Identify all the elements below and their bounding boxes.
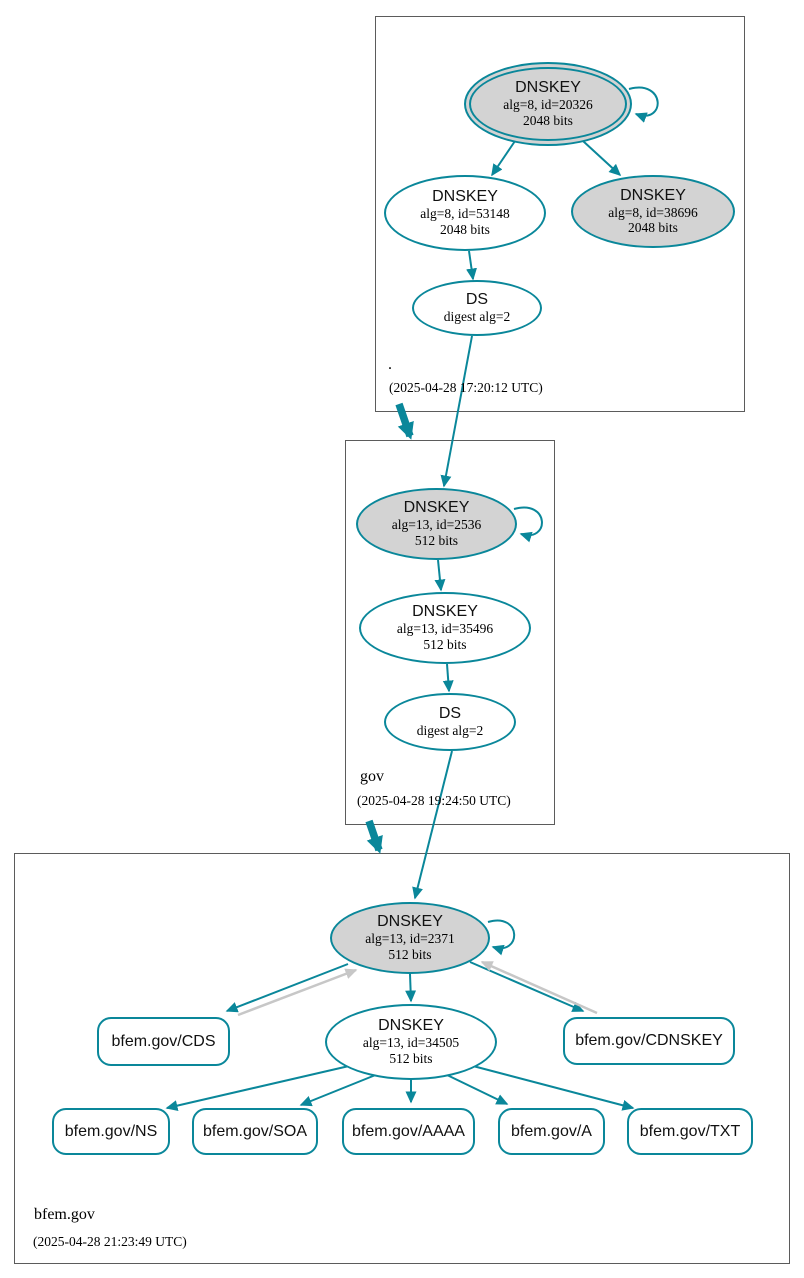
node-detail: alg=13, id=2371 (365, 931, 455, 947)
node-title: DNSKEY (412, 603, 478, 621)
edge-root-ksk-selfloop (628, 86, 659, 123)
node-detail: digest alg=2 (443, 308, 511, 324)
node-title: DNSKEY (378, 1017, 444, 1035)
edge-cds-to-bfem-ksk (237, 968, 358, 1017)
edge-gov-zone-to-bfem-zone (365, 819, 383, 854)
edge-bfem-zsk-to-soa (299, 1073, 379, 1107)
node-root-ksk-dnskey[interactable]: DNSKEY alg=8, id=20326 2048 bits (464, 62, 632, 146)
edge-root-ds-to-gov-ksk (440, 335, 473, 488)
zone-timestamp-bfem-gov: (2025-04-28 21:23:49 UTC) (33, 1234, 187, 1249)
node-bits: 2048 bits (523, 112, 573, 128)
node-title: DS (438, 705, 462, 723)
node-bfem-aaaa-rrset[interactable]: bfem.gov/AAAA (342, 1108, 475, 1155)
node-bfem-ns-rrset[interactable]: bfem.gov/NS (52, 1108, 170, 1155)
edge-bfem-ksk-to-zsk (405, 973, 417, 1003)
zone-timestamp-root: (2025-04-28 17:20:12 UTC) (389, 380, 543, 395)
node-bits: 2048 bits (628, 220, 678, 236)
node-gov-zsk-dnskey[interactable]: DNSKEY alg=13, id=35496 512 bits (359, 592, 531, 664)
node-title: DNSKEY (432, 188, 498, 206)
edge-gov-zsk-to-ds (442, 663, 454, 693)
node-root-ksk-dnskey-inner: DNSKEY alg=8, id=20326 2048 bits (469, 67, 627, 141)
node-bfem-txt-rrset[interactable]: bfem.gov/TXT (627, 1108, 753, 1155)
node-title: DNSKEY (377, 913, 443, 931)
node-title: DNSKEY (403, 499, 470, 517)
node-detail: alg=8, id=20326 (503, 97, 593, 113)
edge-bfem-zsk-to-a (444, 1073, 509, 1105)
node-root-dnskey-38696[interactable]: DNSKEY alg=8, id=38696 2048 bits (571, 175, 735, 248)
edge-gov-ksk-to-zsk (434, 559, 446, 592)
node-bfem-zsk-dnskey[interactable]: DNSKEY alg=13, id=34505 512 bits (325, 1004, 497, 1080)
edge-root-ksk-to-zsk (491, 140, 516, 177)
node-title: DS (465, 291, 489, 309)
node-bfem-ksk-dnskey[interactable]: DNSKEY alg=13, id=2371 512 bits (330, 902, 490, 974)
edge-cdnskey-to-bfem-ksk (480, 960, 598, 1015)
edge-bfem-ksk-to-cds (225, 963, 349, 1013)
node-bits: 512 bits (423, 636, 467, 652)
zone-label-gov: gov (360, 768, 384, 785)
zone-timestamp-gov: (2025-04-28 19:24:50 UTC) (357, 793, 511, 808)
node-bits: 512 bits (389, 1050, 433, 1066)
edge-bfem-zsk-to-txt (472, 1065, 635, 1111)
node-title: DNSKEY (515, 79, 581, 97)
node-detail: alg=8, id=38696 (608, 204, 698, 220)
node-bfem-soa-rrset[interactable]: bfem.gov/SOA (192, 1108, 318, 1155)
node-detail: alg=13, id=34505 (362, 1035, 460, 1051)
edge-bfem-ksk-selfloop (487, 919, 516, 956)
node-bfem-cdnskey-rrset[interactable]: bfem.gov/CDNSKEY (563, 1017, 735, 1065)
zone-label-bfem-gov: bfem.gov (34, 1206, 95, 1223)
node-root-zsk-dnskey[interactable]: DNSKEY alg=8, id=53148 2048 bits (384, 175, 546, 251)
node-detail: alg=13, id=2536 (391, 517, 482, 533)
node-bits: 2048 bits (440, 221, 490, 237)
edge-bfem-zsk-to-ns (165, 1065, 350, 1111)
node-bfem-cds-rrset[interactable]: bfem.gov/CDS (97, 1017, 230, 1066)
zone-label-root: . (388, 356, 392, 373)
edge-gov-ksk-selfloop (513, 506, 543, 543)
node-bits: 512 bits (414, 532, 459, 548)
edge-root-ksk-to-key38696 (582, 140, 622, 177)
edge-gov-ds-to-bfem-ksk (412, 750, 453, 900)
edge-bfem-ksk-to-cdnskey (469, 961, 585, 1012)
node-bits: 512 bits (388, 946, 432, 962)
node-root-ds[interactable]: DS digest alg=2 (412, 280, 542, 336)
node-bfem-a-rrset[interactable]: bfem.gov/A (498, 1108, 605, 1155)
node-gov-ds[interactable]: DS digest alg=2 (384, 693, 516, 751)
node-detail: alg=8, id=53148 (420, 206, 510, 222)
node-detail: digest alg=2 (416, 722, 484, 738)
node-detail: alg=13, id=35496 (396, 621, 494, 637)
edge-root-zsk-to-ds (466, 250, 477, 281)
node-gov-ksk-dnskey[interactable]: DNSKEY alg=13, id=2536 512 bits (356, 488, 517, 560)
edge-root-zone-to-gov-zone (395, 402, 414, 440)
node-title: DNSKEY (620, 186, 686, 204)
